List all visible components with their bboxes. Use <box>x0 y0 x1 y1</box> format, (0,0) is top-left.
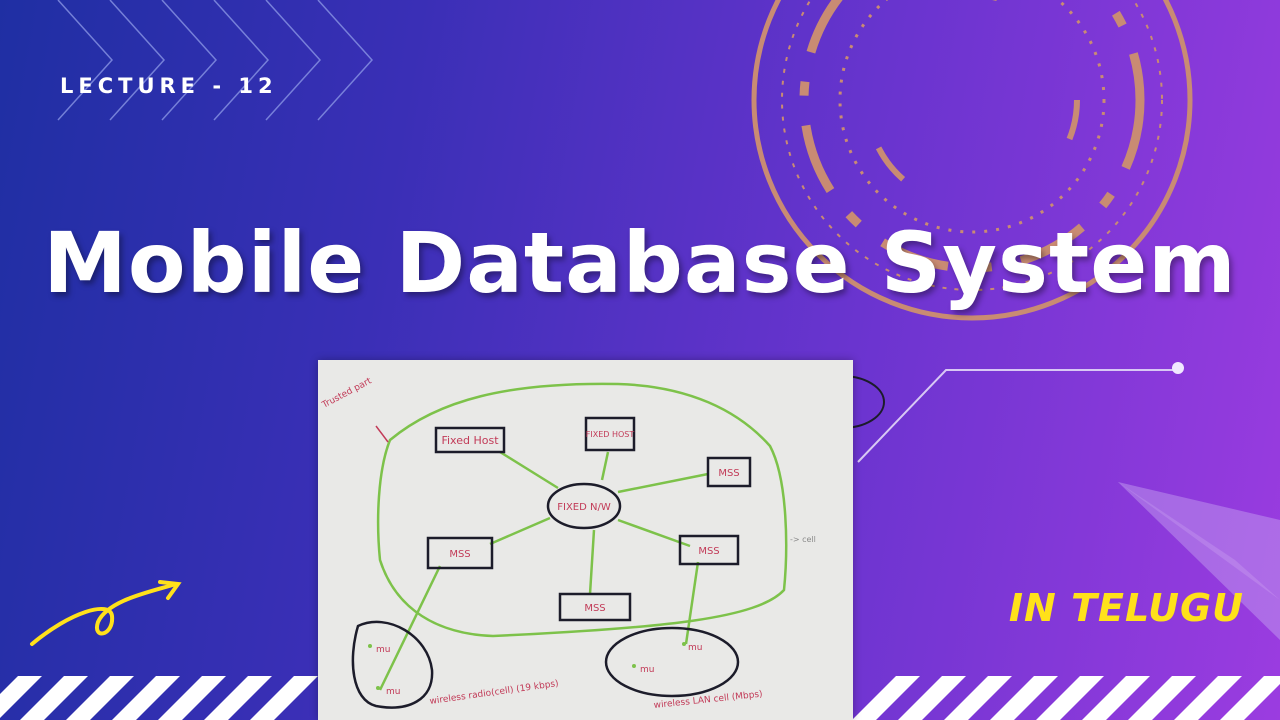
node-fixed-host-2: FIXED HOST <box>584 416 636 452</box>
node-mss-bottom: MSS <box>558 592 632 622</box>
note-wireless-radio: wireless radio(cell) (19 kbps) <box>429 679 559 707</box>
hand-drawn-network-diagram: Fixed Host FIXED HOST MSS FIXED N/W MSS … <box>320 376 816 711</box>
svg-text:FIXED HOST: FIXED HOST <box>586 430 635 439</box>
network-links <box>378 450 709 691</box>
svg-text:MSS: MSS <box>584 603 605 614</box>
note-cell-arrow: -> cell <box>790 535 816 544</box>
connector-line <box>857 362 1184 463</box>
cell-wireless-radio: mu mu <box>351 620 434 709</box>
cell-wireless-lan: mu mu <box>604 626 740 698</box>
node-mss-right: MSS <box>678 534 740 566</box>
svg-text:MSS: MSS <box>718 468 739 479</box>
svg-text:Fixed Host: Fixed Host <box>441 434 499 447</box>
fixed-network-boundary <box>376 382 788 638</box>
concentric-rings <box>751 0 1193 321</box>
node-fixed-host-1: Fixed Host <box>434 426 506 454</box>
striped-band-right <box>852 676 1280 720</box>
striped-band-left <box>0 676 318 720</box>
mobile-unit-label: mu <box>376 645 390 655</box>
language-badge: IN TELUGU <box>1008 586 1244 630</box>
mobile-unit-label: mu <box>640 665 654 675</box>
mobile-unit-label: mu <box>386 687 400 697</box>
swoosh-arrow-icon <box>30 580 182 646</box>
note-pointer <box>375 425 389 443</box>
lecture-label: LECTURE - 12 <box>60 74 278 98</box>
chevron-outline-icons <box>57 0 374 121</box>
node-mss-left: MSS <box>426 536 494 570</box>
note-trusted-part: Trusted part <box>320 376 374 411</box>
mobile-unit-label: mu <box>688 643 702 653</box>
diagram-photo: Fixed Host FIXED HOST MSS FIXED N/W MSS … <box>318 360 853 720</box>
page-title: Mobile Database System <box>43 214 1237 312</box>
svg-text:MSS: MSS <box>698 546 719 557</box>
node-fixed-network: FIXED N/W <box>546 482 622 530</box>
svg-text:MSS: MSS <box>449 549 470 560</box>
svg-text:FIXED N/W: FIXED N/W <box>557 502 611 513</box>
paper-plane-icon <box>1118 482 1280 640</box>
note-wireless-lan: wireless LAN cell (Mbps) <box>653 690 763 711</box>
node-mss-top-right: MSS <box>706 456 752 488</box>
